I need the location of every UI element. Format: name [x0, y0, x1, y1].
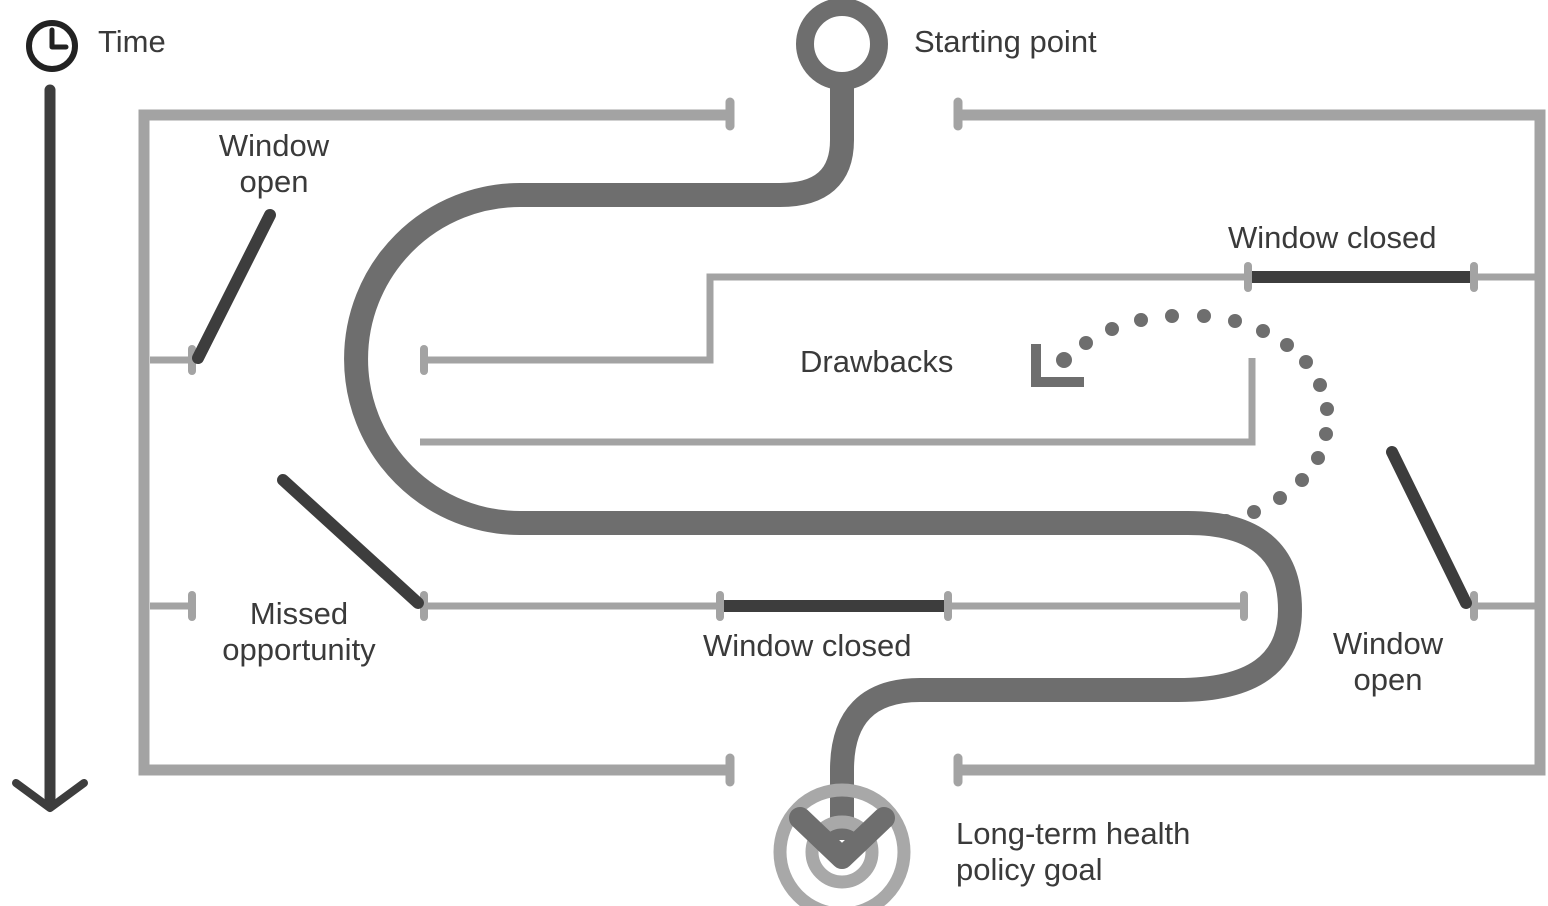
- window-closed-label-top: Window closed: [1228, 220, 1437, 255]
- time-label: Time: [98, 24, 166, 59]
- window-open-label-left-line2: open: [239, 164, 309, 199]
- window-open-label-right-line1: Window: [1332, 626, 1444, 661]
- missed-opportunity-label: Missed opportunity: [196, 596, 402, 668]
- goal-label-line2: policy goal: [956, 852, 1103, 887]
- window-closed-label-bottom: Window closed: [703, 628, 912, 663]
- circle-start-icon: [796, 0, 888, 90]
- maze-walls: [138, 109, 1546, 776]
- window-open-bar-left: [192, 209, 276, 364]
- drawbacks-label: Drawbacks: [800, 344, 954, 379]
- window-open-label-left: Window open: [200, 128, 348, 200]
- missed-opportunity-bar: [277, 474, 424, 609]
- starting-point-label: Starting point: [914, 24, 1097, 59]
- corner-arrow-icon: [1031, 344, 1084, 387]
- path-arrowhead: [789, 807, 895, 869]
- window-open-bars: [192, 209, 1472, 609]
- window-closed-bars: [724, 271, 1470, 612]
- window-open-label-left-line1: Window: [218, 128, 330, 163]
- policy-path: [344, 80, 1302, 840]
- window-open-label-right-line2: open: [1353, 662, 1423, 697]
- missed-opportunity-label-line2: opportunity: [222, 632, 376, 667]
- missed-opportunity-label-line1: Missed: [249, 596, 349, 631]
- inner-wall-caps: [188, 262, 1478, 621]
- time-arrow: [12, 84, 88, 812]
- goal-label-line1: Long-term health: [956, 816, 1191, 851]
- drawback-dots: [1056, 309, 1334, 528]
- target-icon: [773, 783, 911, 906]
- inner-walls: [150, 273, 1540, 610]
- goal-label: Long-term health policy goal: [956, 816, 1190, 888]
- window-open-label-right: Window open: [1316, 626, 1460, 698]
- clock-icon: [26, 20, 78, 72]
- wall-gap-caps: [725, 97, 963, 787]
- window-open-bar-right: [1386, 446, 1472, 609]
